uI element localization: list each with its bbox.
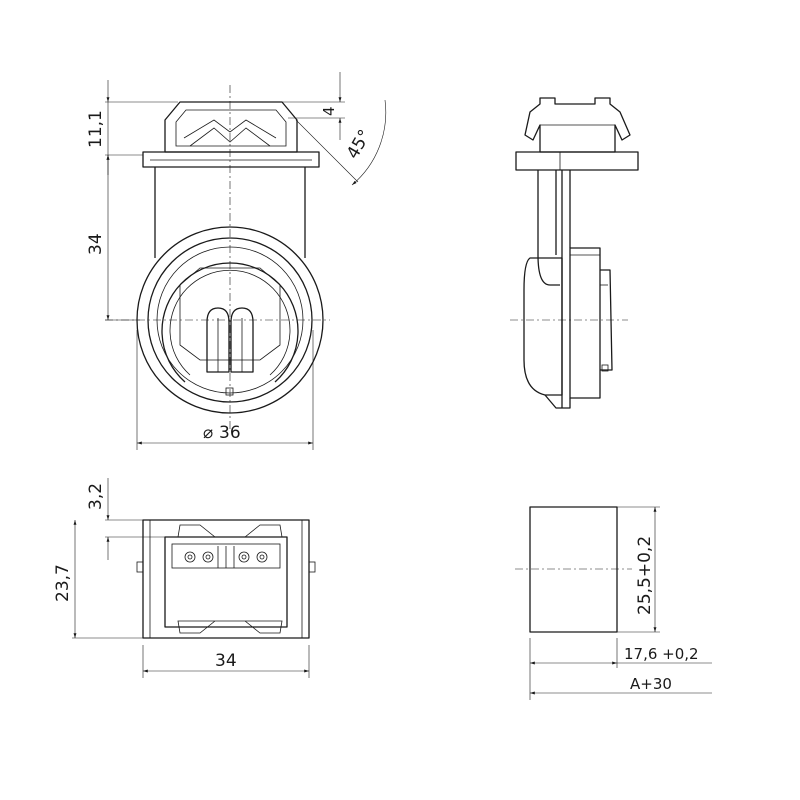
dim-bottom-height: 23,7 bbox=[53, 564, 73, 602]
dim-diameter: 36 bbox=[219, 423, 241, 443]
dim-cutout-offset: A+30 bbox=[630, 675, 672, 693]
bottom-view-dimensions: 3,2 23,7 34 bbox=[53, 478, 310, 678]
cutout-dimensions: 25,5+0,2 17,6 +0,2 A+30 bbox=[529, 506, 712, 700]
dim-cutout-width: 17,6 +0,2 bbox=[624, 645, 699, 663]
side-view bbox=[510, 97, 639, 409]
front-view bbox=[105, 85, 330, 430]
cutout-view bbox=[515, 506, 632, 633]
dim-slot-depth: 3,2 bbox=[86, 483, 106, 510]
dim-body-height: 34 bbox=[86, 233, 106, 255]
bottom-view bbox=[136, 519, 316, 639]
front-view-dimensions: 11,1 34 4 45° ⌀ 36 bbox=[86, 72, 387, 450]
dim-chamfer-angle: 45° bbox=[343, 126, 375, 162]
dim-clip-offset: 4 bbox=[320, 106, 338, 116]
dim-diameter-symbol: ⌀ bbox=[203, 423, 213, 443]
dim-bottom-width: 34 bbox=[215, 651, 237, 671]
dim-top-cap-height: 11,1 bbox=[86, 110, 106, 148]
dim-cutout-height: 25,5+0,2 bbox=[635, 536, 655, 615]
